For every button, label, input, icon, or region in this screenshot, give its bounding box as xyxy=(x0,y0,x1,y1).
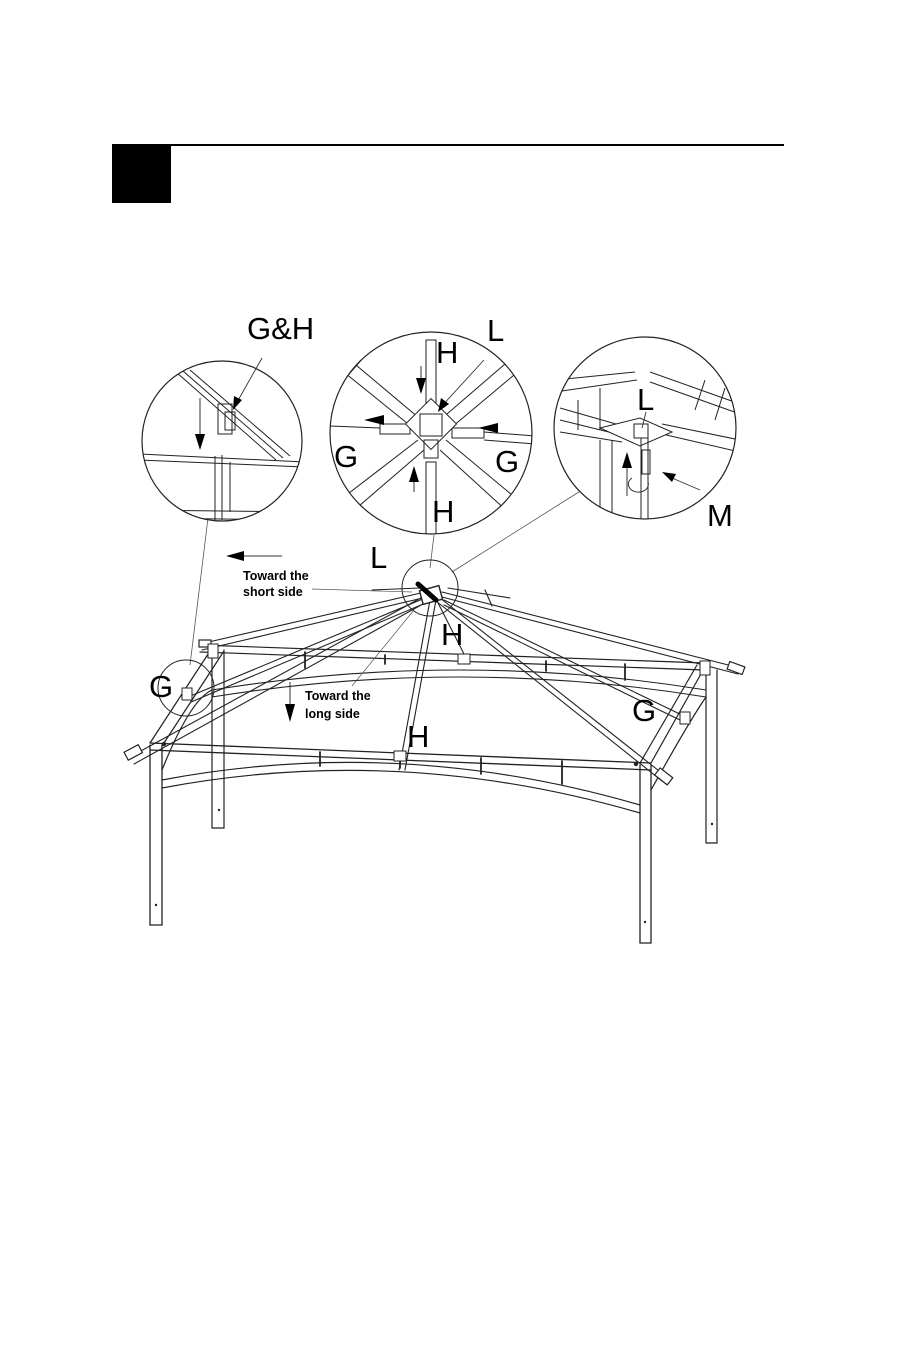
label-g-right: G xyxy=(495,444,519,479)
front-struts xyxy=(320,752,562,784)
note-long-side-line2: long side xyxy=(305,707,360,721)
label-m: M xyxy=(707,498,733,533)
front-left-leg xyxy=(150,745,162,925)
label-l-main: L xyxy=(370,540,387,575)
label-g-main-left: G xyxy=(149,669,173,704)
gazebo-frame xyxy=(124,584,745,943)
label-l-right: L xyxy=(637,382,654,417)
label-h-bottom: H xyxy=(432,494,454,529)
label-h-main-upper: H xyxy=(441,617,463,652)
label-g-main-right: G xyxy=(632,693,656,728)
roof-rafters xyxy=(128,588,740,781)
label-h-main-lower: H xyxy=(407,719,429,754)
label-g-left: G xyxy=(334,439,358,474)
label-l-center: L xyxy=(487,313,504,348)
note-long-side-line1: Toward the xyxy=(305,689,371,703)
detail-circle-peak xyxy=(554,337,740,520)
note-short-side-line2: short side xyxy=(243,585,303,599)
label-g-and-h: G&H xyxy=(247,311,314,346)
detail-circle-gh xyxy=(140,358,305,521)
label-h-top: H xyxy=(436,335,458,370)
joint-brackets xyxy=(182,644,710,761)
front-right-leg xyxy=(640,765,651,943)
back-right-leg xyxy=(706,670,717,843)
front-arch xyxy=(162,762,640,813)
note-short-side-line1: Toward the xyxy=(243,569,309,583)
back-left-leg xyxy=(212,650,224,828)
